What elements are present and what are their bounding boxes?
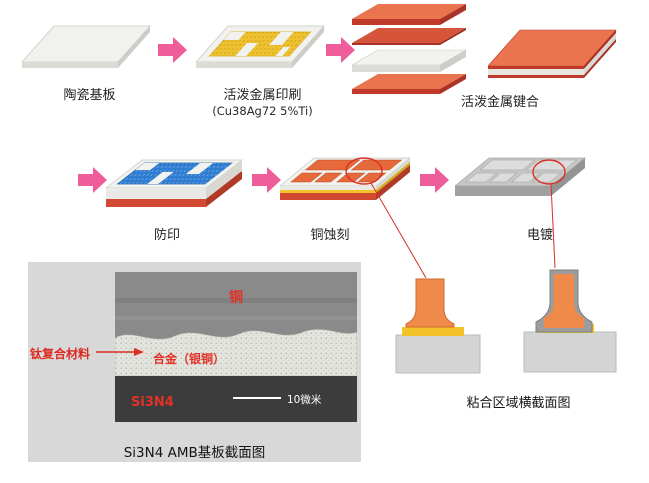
braze-foil-sheet — [352, 28, 466, 45]
ceramic-layer — [352, 49, 468, 72]
copper-sheet-top — [352, 4, 466, 25]
plating-illustration — [455, 157, 586, 196]
step1-label: 陶瓷基板 — [63, 88, 116, 103]
step3-label: 活泼金属键合 — [460, 95, 539, 110]
arrow-shape — [252, 167, 281, 193]
bond-profile-plated — [523, 269, 617, 373]
copper-etch-illustration — [280, 157, 411, 200]
step2-label: 活泼金属印刷 — [223, 88, 302, 103]
ceramic-substrate-illustration — [22, 25, 151, 68]
alloy-layer — [115, 329, 357, 377]
plate-body — [488, 29, 617, 78]
arrow-shape — [326, 37, 355, 63]
copper-pedestal — [405, 278, 455, 328]
arrow-right-icon — [158, 37, 187, 63]
micrograph-cross-section: 铜 合金（银铜） Si3N4 10微米 — [115, 272, 357, 422]
ti-composite-label: 钛复合材料 — [30, 347, 91, 361]
bond-profile-etched — [395, 278, 481, 374]
arrow-shape — [158, 37, 187, 63]
resist-print-illustration — [106, 159, 244, 207]
arrow-shape — [78, 167, 107, 193]
bonded-substrate-illustration — [488, 29, 617, 78]
arrow-right-icon — [420, 167, 449, 193]
alloy-layer-label: 合金（银铜） — [153, 351, 225, 366]
arrow-right-icon — [252, 167, 281, 193]
substrate-base — [395, 334, 481, 374]
active-metal-print-illustration — [196, 25, 325, 68]
step5-label: 铜蚀刻 — [310, 228, 350, 243]
plate-body — [22, 25, 151, 68]
micrograph-caption: Si3N4 AMB基板截面图 — [123, 445, 266, 461]
step2-sublabel: (Cu38Ag72 5%Ti) — [212, 104, 313, 118]
arrow-shape — [420, 167, 449, 193]
step4-label: 防印 — [153, 228, 180, 243]
copper-sheet-bottom — [352, 74, 466, 94]
arrow-right-icon — [326, 37, 355, 63]
bond-region-caption: 粘合区域横截面图 — [466, 396, 571, 411]
copper-layer-label: 铜 — [229, 289, 243, 306]
braze-layer — [402, 327, 464, 336]
scale-bar-label: 10微米 — [287, 393, 322, 406]
printed-paste-pattern — [208, 31, 312, 57]
copper-core — [544, 274, 584, 328]
step6-label: 电镀 — [526, 228, 553, 243]
substrate-base — [523, 331, 617, 373]
resist-pattern — [116, 162, 233, 185]
bonding-exploded-stack-illustration — [352, 4, 468, 94]
arrow-right-icon — [78, 167, 107, 193]
si3n4-layer-label: Si3N4 — [131, 395, 174, 410]
